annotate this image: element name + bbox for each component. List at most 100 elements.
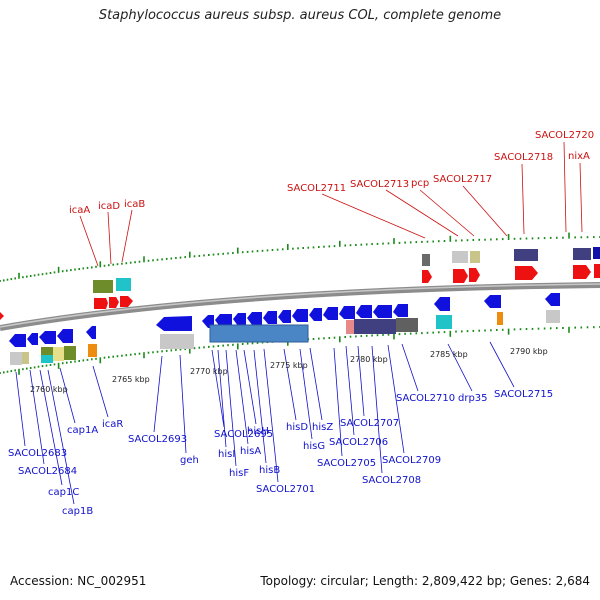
leader-line: [92, 365, 109, 418]
gene-label: SACOL2705: [317, 458, 376, 469]
forward-gene: [573, 265, 591, 279]
leader-line: [521, 163, 525, 235]
feature-block: [346, 320, 354, 334]
reverse-gene: [309, 308, 322, 321]
gene-label: SACOL2695: [214, 429, 273, 440]
leader-line: [253, 349, 267, 464]
gene-label: cap1B: [62, 506, 93, 517]
reverse-gene: [373, 305, 392, 318]
feature-block: [573, 248, 591, 260]
leader-line: [15, 371, 26, 447]
leader-line: [225, 349, 237, 467]
forward-gene: [0, 312, 4, 320]
reverse-gene: [57, 329, 73, 343]
leader-line: [345, 345, 355, 436]
reverse-gene: [434, 297, 450, 311]
gene-label: SACOL2711: [287, 183, 346, 194]
gene-label: SACOL2709: [382, 455, 441, 466]
reverse-gene: [323, 307, 338, 320]
leader-line: [371, 345, 383, 474]
leader-line: [419, 189, 475, 237]
reverse-gene: [545, 293, 560, 306]
gene-label: SACOL2715: [494, 389, 553, 400]
reverse-strand-features: [9, 293, 560, 365]
forward-gene: [515, 266, 538, 280]
feature-block: [436, 315, 452, 329]
reverse-gene: [215, 314, 232, 327]
gene-label: SACOL2701: [256, 484, 315, 495]
leader-line: [462, 185, 508, 237]
reverse-gene-labels: SACOL2683 SACOL2684 cap1C cap1B cap1A ic…: [8, 389, 553, 517]
leader-line: [107, 211, 112, 265]
leader-line: [211, 349, 225, 428]
forward-gene: [453, 269, 468, 283]
forward-gene-labels: icaA icaD icaB SACOL2711 SACOL2713 pcp S…: [69, 130, 594, 216]
feature-block: [116, 278, 131, 291]
kbp-labels: 2760 kbp 2765 kbp 2770 kbp 2775 kbp 2780…: [30, 347, 548, 394]
accession-text: Accession: NC_002951: [10, 574, 147, 588]
leader-line: [401, 343, 419, 392]
gene-label: hisB: [259, 465, 280, 476]
reverse-gene: [86, 326, 96, 339]
gene-label: hisH: [247, 426, 269, 437]
gene-label: geh: [180, 455, 199, 466]
kbp-label: 2775 kbp: [270, 361, 308, 370]
reverse-gene: [39, 331, 56, 344]
forward-gene: [94, 298, 108, 309]
forward-gene: [120, 296, 133, 307]
reverse-gene: [484, 295, 501, 308]
leader-line: [47, 369, 75, 505]
forward-gene: [422, 270, 432, 283]
forward-gene: [469, 268, 480, 282]
leader-line: [299, 348, 313, 440]
reverse-gene: [9, 334, 26, 347]
feature-block: [88, 344, 97, 357]
feature-block: [41, 347, 53, 355]
label-leader-lines: [15, 141, 583, 505]
reverse-gene: [278, 310, 291, 323]
kbp-label: 2780 kbp: [350, 355, 388, 364]
gene-label: SACOL2707: [340, 418, 399, 429]
leader-line: [263, 348, 279, 483]
reverse-gene: [339, 306, 355, 319]
leader-line: [29, 369, 45, 465]
leader-line: [563, 141, 567, 233]
reverse-gene: [356, 305, 372, 318]
leader-line: [321, 193, 426, 239]
forward-gene: [594, 264, 600, 278]
feature-block: [452, 251, 468, 263]
gene-label: icaD: [98, 201, 120, 212]
genome-backbone: [0, 282, 600, 331]
leader-line: [333, 347, 343, 457]
gene-label: icaA: [69, 205, 90, 216]
reverse-gene: [263, 311, 277, 324]
leader-line: [387, 344, 405, 454]
kbp-label: 2790 kbp: [510, 347, 548, 356]
leader-line: [59, 367, 76, 424]
feature-block: [41, 355, 53, 363]
gene-label: SACOL2717: [433, 174, 492, 185]
feature-block: [22, 352, 29, 364]
reverse-gene: [27, 333, 38, 345]
genome-backbone-highlight: [0, 283, 600, 328]
reverse-gene: [393, 304, 408, 317]
leader-line: [309, 347, 323, 421]
gene-label: SACOL2720: [535, 130, 594, 141]
feature-block: [10, 352, 22, 365]
leader-line: [243, 349, 257, 425]
inner-tick-ring: [0, 326, 600, 375]
reverse-gene: [292, 309, 308, 322]
feature-block: [160, 334, 194, 349]
genome-summary-text: Topology: circular; Length: 2,809,422 bp…: [260, 574, 590, 588]
reverse-gene: [233, 313, 246, 326]
gene-label: cap1C: [48, 487, 79, 498]
gene-label: cap1A: [67, 425, 98, 436]
feature-block: [64, 346, 76, 360]
feature-block: [396, 318, 418, 332]
feature-block: [209, 324, 309, 343]
reverse-gene: [156, 316, 192, 331]
feature-block: [546, 310, 560, 323]
reverse-gene: [247, 312, 262, 325]
gene-label: SACOL2708: [362, 475, 421, 486]
